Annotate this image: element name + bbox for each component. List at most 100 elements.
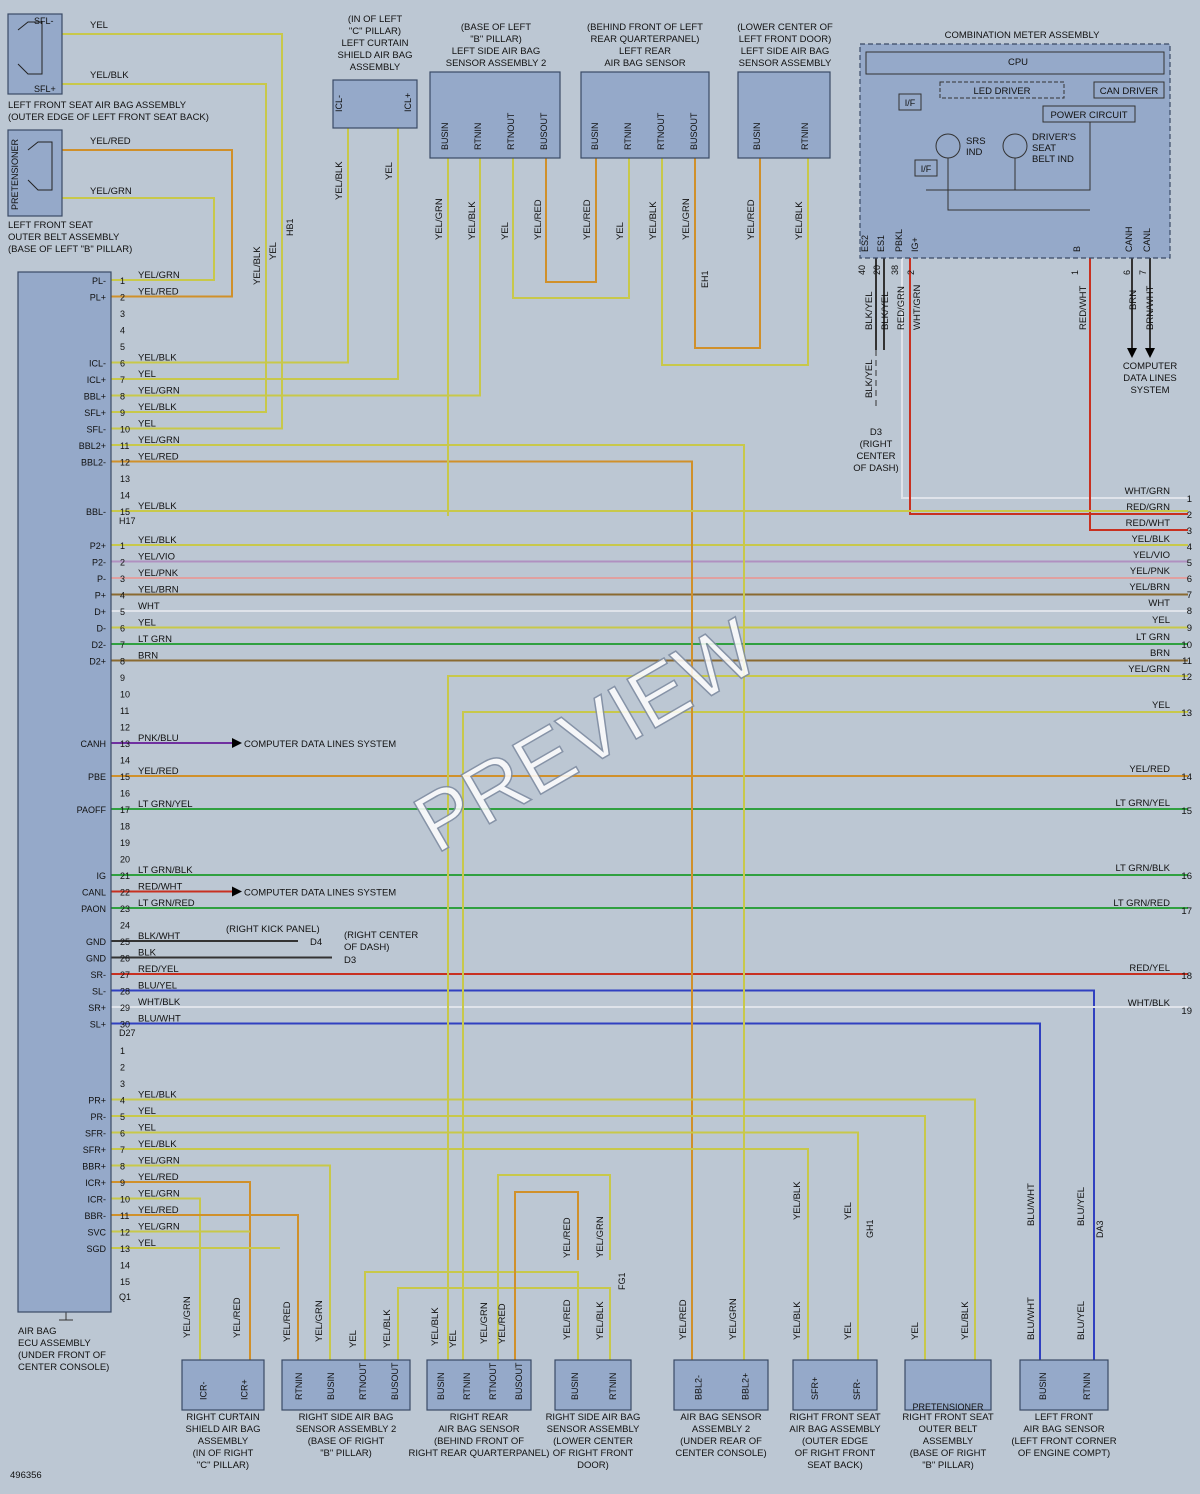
wire-blu-yel [111,989,1095,1360]
ecu-pin-number: 2 [120,293,125,303]
bottom-component-label: (UNDER REAR OF [680,1436,762,1447]
pin-name: SFR+ [810,1377,820,1400]
ecu-pin-name: SR+ [88,1003,106,1013]
reference-number: 16 [1181,871,1192,882]
wire-color-label: RED/GRN [1126,502,1170,513]
reference-number: 15 [1181,806,1192,817]
ecu-pin-name: CANH [80,739,106,749]
wire-color-label: WHT/BLK [1128,998,1171,1009]
wire-yel-red [62,149,233,298]
bottom-component-label: LEFT FRONT [1035,1412,1094,1423]
ecu-pin-number: 7 [120,375,125,385]
ecu-pin-number: 1 [120,276,125,286]
wire-wht-grn [901,258,1188,499]
meter-pin-name: IG+ [910,237,920,252]
bottom-component-label: SENSOR ASSEMBLY 2 [296,1424,397,1435]
ecu-label: AIR BAG [18,1326,57,1337]
wire-color-label: LT GRN/RED [1113,898,1170,909]
ecu-pin-name: SFR+ [83,1145,106,1155]
wire-yel [512,158,630,299]
wire-label: BLK/YEL [864,359,875,398]
pin-name: BUSOUT [514,1362,524,1400]
ecu-pin-number: 11 [120,706,129,716]
right-rear-sensor-box [426,1359,532,1411]
bottom-component-label: RIGHT REAR QUARTERPANEL) [409,1448,550,1459]
wire-label: YEL/BLK [90,70,129,81]
left-side-sensor-label: SENSOR ASSEMBLY [739,58,832,69]
preview-watermark: PREVIEW [400,602,774,870]
connector-label: D27 [119,1028,136,1038]
left-side-sensor-box [737,71,831,159]
reference-number: 4 [1187,542,1192,553]
pin-name: BUSIN [752,122,762,150]
bottom-component-label: (BEHIND FRONT OF [434,1436,524,1447]
wire-yel-grn [62,197,215,281]
reference-number: 11 [1182,656,1192,667]
ecu-pin-number: 16 [120,789,130,799]
wire-color-label: LT GRN/BLK [1115,863,1170,874]
ecu-pin-number: 2 [120,1063,125,1073]
pin-name: ICR- [199,1382,209,1401]
ecu-pin-name: SVC [87,1228,106,1238]
wire-yel [462,711,1188,1360]
right-front-seat-box [792,1359,878,1411]
bottom-component-label: "B" PILLAR) [320,1448,372,1459]
ecu-label: ECU ASSEMBLY [18,1338,91,1349]
wire-label: YEL/BLK [252,246,263,285]
connector-label: H17 [119,516,136,526]
pin-name: RTNIN [294,1373,304,1400]
wire-label: YEL/BLK [334,161,345,200]
meter-pin-name: ES1 [876,235,886,252]
left-rear-sensor-label: LEFT REAR [619,46,671,57]
pin-name: BUSIN [436,1372,446,1400]
wire-color-label: YEL/RED [138,452,179,463]
wire-color-label: YEL/GRN [138,1189,180,1200]
wire-color-label: YEL/BLK [138,535,177,546]
wire-color-label: LT GRN/YEL [1115,798,1170,809]
combination-meter-box [859,43,1171,259]
wire-yel-red [111,1181,251,1360]
wire-yel-red [694,158,761,349]
wire-yel-grn [111,1164,331,1360]
wire-yel [62,33,283,430]
reference-number: 9 [1187,623,1192,634]
bottom-component-label: AIR BAG ASSEMBLY [789,1424,881,1435]
pin-name: RTNIN [1082,1373,1092,1400]
component-boxes [7,13,1171,1411]
wire-color-label: YEL/RED [138,287,179,298]
figure-id: 496356 [10,1470,42,1481]
meter-pin-number: 7 [1138,270,1148,275]
wire-yel-blk [111,128,349,364]
ecu-label: CENTER CONSOLE) [18,1362,109,1373]
ecu-pin-name: SR- [91,970,107,980]
wire-color-label: RED/YEL [138,964,179,975]
wire-label: YEL/BLK [792,1181,803,1220]
computer-data-lines-label: COMPUTER [1123,361,1178,372]
meter-pin-number: 38 [890,265,900,275]
belt-ind-label: DRIVER'S [1032,132,1076,143]
wire-color-label: YEL [138,1238,156,1249]
wire-label: YEL/BLK [648,201,659,240]
bottom-component-label: (OUTER EDGE [802,1436,868,1447]
left-side-sensor-2-label: LEFT SIDE AIR BAG [452,46,541,57]
wire-red-wht [1089,258,1188,531]
left-front-sensor-box [1019,1359,1109,1411]
arrow-down-icon [1145,348,1155,358]
ecu-pin-number: 7 [120,1145,125,1155]
pin-name: SFL- [34,16,54,26]
led-driver-box [939,81,1065,99]
ecu-pin-number: 1 [120,541,125,551]
bottom-component-label: (BASE OF RIGHT [910,1448,987,1459]
wire-yel [364,1271,579,1360]
wire-yel-grn [111,158,481,397]
ecu-pin-number: 24 [120,921,130,931]
meter-pin-number: 2 [906,270,916,275]
pin-name: BUSIN [1038,1372,1048,1400]
wire-color-label: WHT [1148,598,1170,609]
wire-color-label: WHT/GRN [1125,486,1171,497]
cpu-label: CPU [1008,57,1028,68]
ecu-pin-number: 26 [120,954,130,964]
left-rear-sensor-label: REAR QUARTERPANEL) [591,34,700,45]
wire-color-label: LT GRN [1136,632,1170,643]
wire-color-label: BRN [138,651,158,662]
